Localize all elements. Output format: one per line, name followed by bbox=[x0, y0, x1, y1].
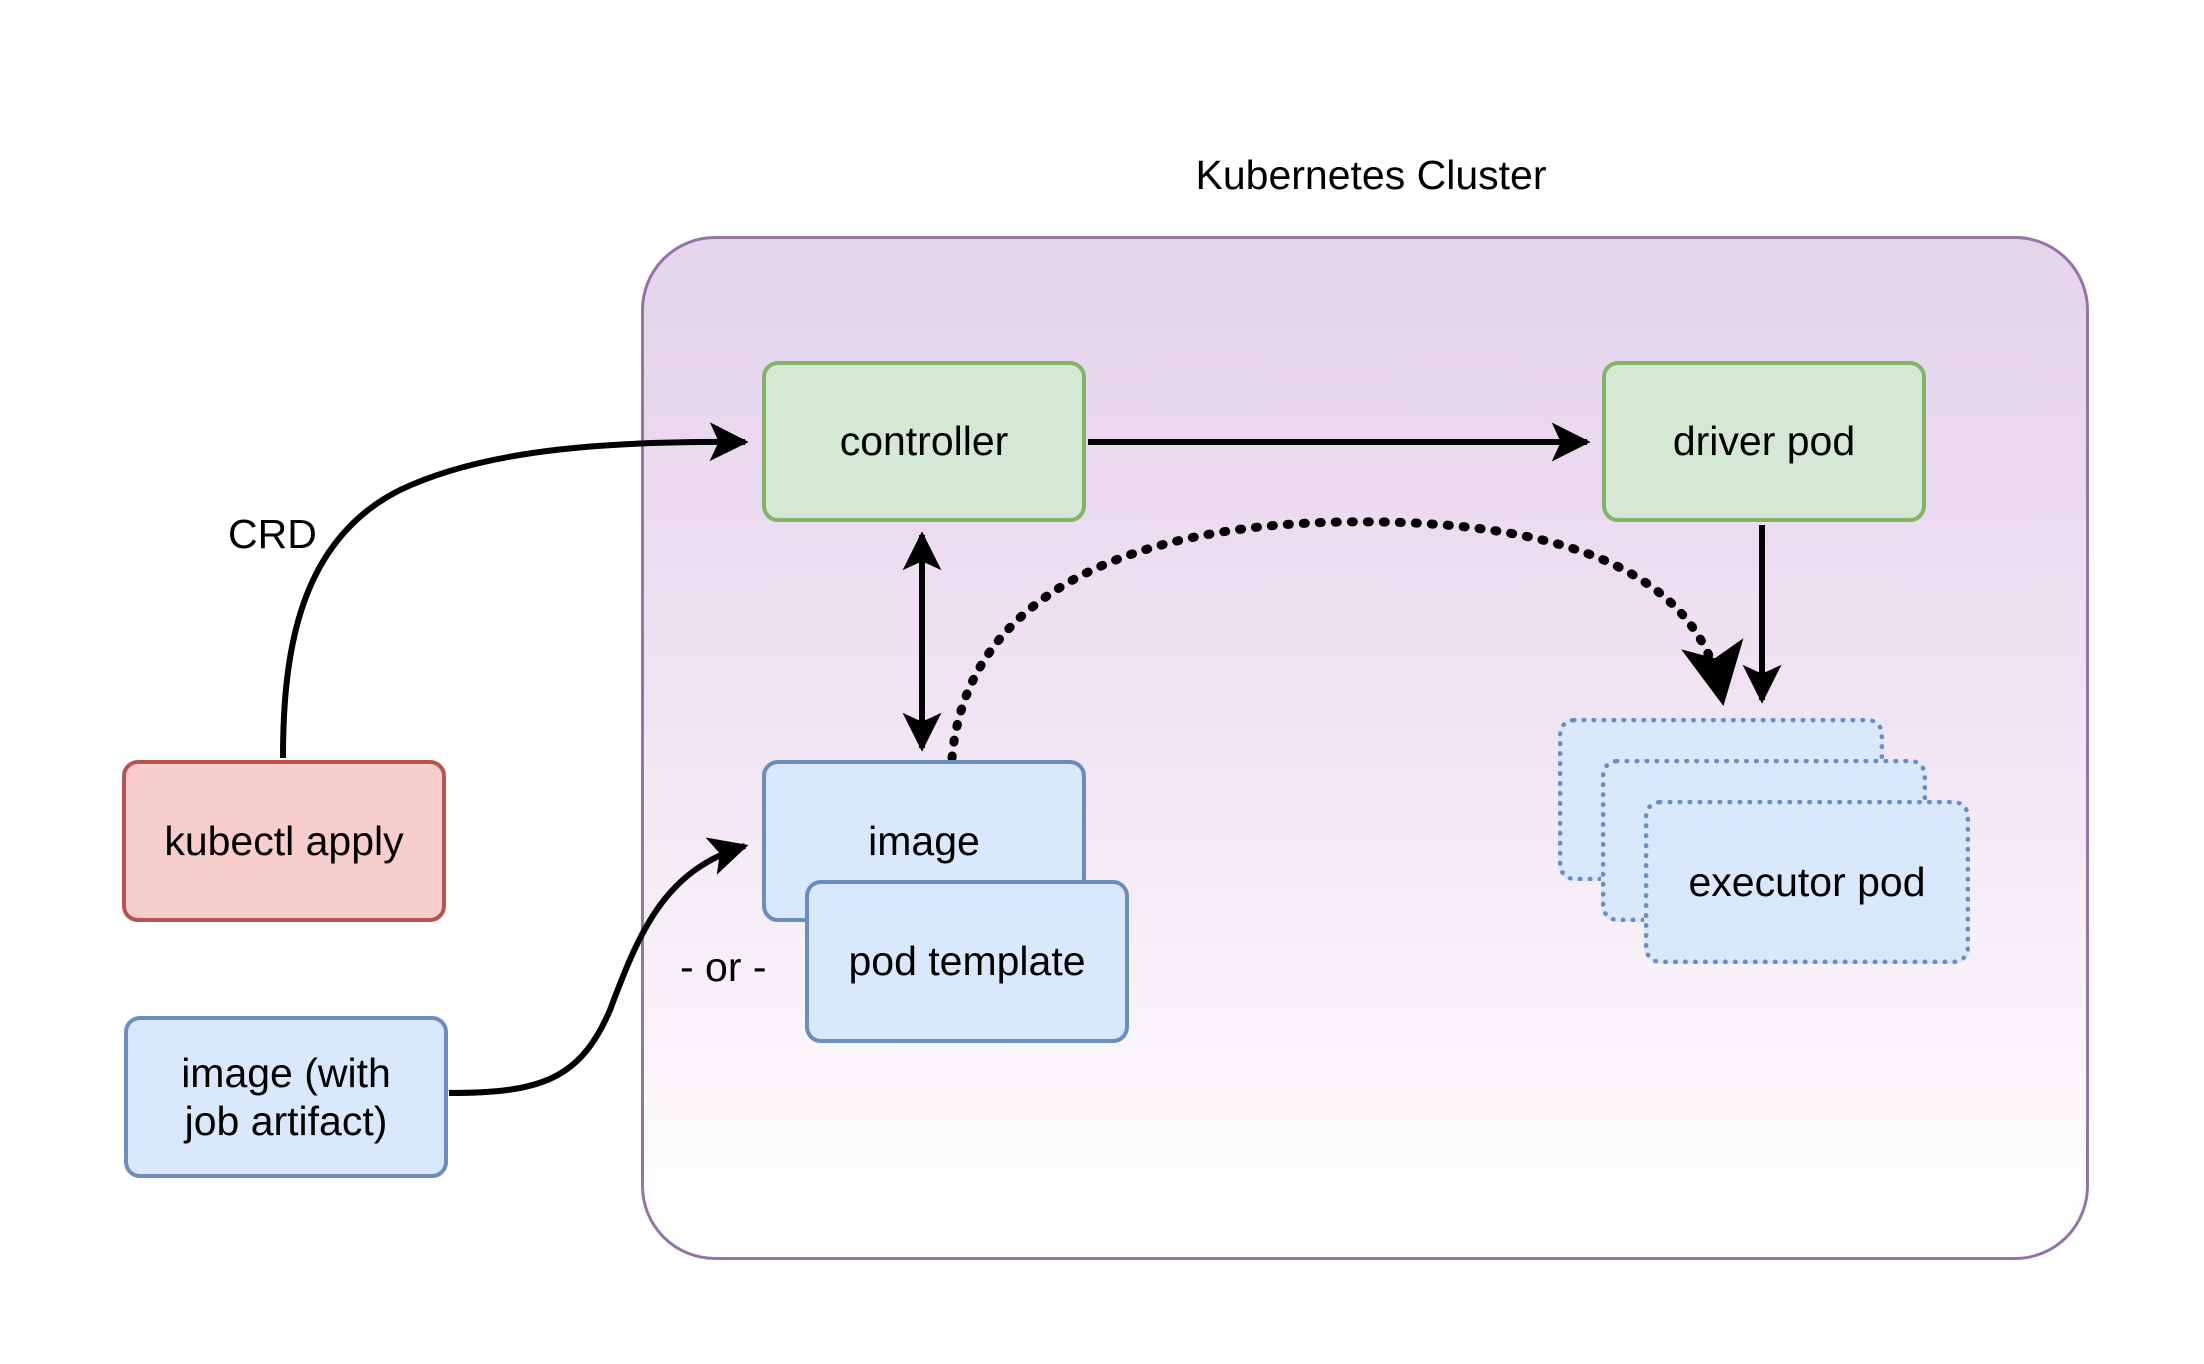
cluster-title: Kubernetes Cluster bbox=[1195, 152, 1547, 198]
node-image-with-job-artifact[interactable]: image (with job artifact) bbox=[124, 1016, 448, 1178]
node-driver-pod[interactable]: driver pod bbox=[1602, 361, 1926, 522]
node-kubectl-apply[interactable]: kubectl apply bbox=[122, 760, 446, 922]
node-controller[interactable]: controller bbox=[762, 361, 1086, 522]
edge-label-crd: CRD bbox=[228, 511, 317, 557]
node-controller-label: controller bbox=[839, 418, 1009, 465]
node-executor-pod-front[interactable]: executor pod bbox=[1644, 800, 1970, 964]
node-executor-pod-front-label: executor pod bbox=[1688, 858, 1926, 905]
node-driver-pod-label: driver pod bbox=[1672, 418, 1856, 465]
node-pod-template-label: pod template bbox=[848, 938, 1086, 985]
node-pod-template[interactable]: pod template bbox=[805, 880, 1129, 1043]
node-image-label: image bbox=[868, 817, 980, 864]
edge-label-or: - or - bbox=[680, 944, 767, 990]
node-image-with-job-artifact-label: image (with job artifact) bbox=[181, 1049, 391, 1144]
node-kubectl-apply-label: kubectl apply bbox=[164, 817, 404, 864]
